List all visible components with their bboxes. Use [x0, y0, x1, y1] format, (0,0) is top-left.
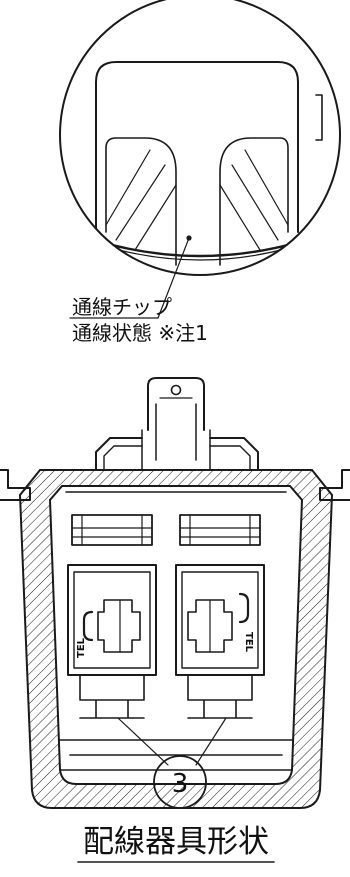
jack-port-right	[187, 599, 233, 653]
marker-leader-left	[117, 717, 169, 766]
tel-label-left: TEL	[76, 637, 87, 658]
modular-jack-left: TEL	[67, 564, 157, 719]
caption: 配線器具形状	[77, 824, 275, 863]
detail-view	[59, 0, 341, 276]
part-marker: 3	[117, 717, 227, 809]
tel-hook-icon	[238, 592, 250, 624]
jack-foot-right	[187, 674, 253, 719]
caption-title: 配線器具形状	[83, 824, 269, 860]
bevel-line	[134, 184, 177, 251]
wire-arc	[68, 230, 332, 258]
bevel-line	[231, 164, 279, 241]
base-lines	[59, 739, 293, 756]
inner-frame	[59, 491, 293, 771]
bevel-line	[115, 164, 166, 241]
lug-hole	[170, 384, 182, 396]
wiring-chip-inner	[105, 137, 289, 266]
modular-jack-right: TEL	[175, 564, 265, 719]
part-number-circle	[153, 755, 207, 809]
jack-port-left	[97, 599, 141, 653]
detail-circle	[59, 0, 341, 276]
top-lug	[147, 377, 205, 431]
outer-wall	[18, 469, 334, 809]
callout: 通線チップ 通線状態 ※注1	[69, 237, 208, 345]
jack-foot-left	[79, 674, 145, 719]
bevel-line	[244, 149, 289, 226]
callout-line-1: 通線チップ	[72, 295, 172, 319]
bevel-line	[219, 184, 261, 251]
chip-side-tab	[315, 94, 323, 141]
tel-hook-icon	[82, 610, 94, 642]
body-shoulder-inner	[103, 445, 251, 471]
wiring-chip-outline	[95, 61, 299, 233]
tel-label-right: TEL	[243, 632, 254, 653]
bevel-line	[105, 149, 151, 226]
clip-slot-right	[179, 514, 261, 546]
lug-neck	[141, 403, 211, 471]
leader-line	[157, 237, 190, 319]
callout-line-2: 通線状態 ※注1	[72, 321, 208, 345]
body-shoulder	[59, 437, 296, 471]
marker-leader-right	[195, 717, 227, 766]
clip-slot-left	[71, 514, 153, 546]
part-number: 3	[172, 769, 189, 799]
wiring-device: TEL TEL	[0, 377, 350, 809]
